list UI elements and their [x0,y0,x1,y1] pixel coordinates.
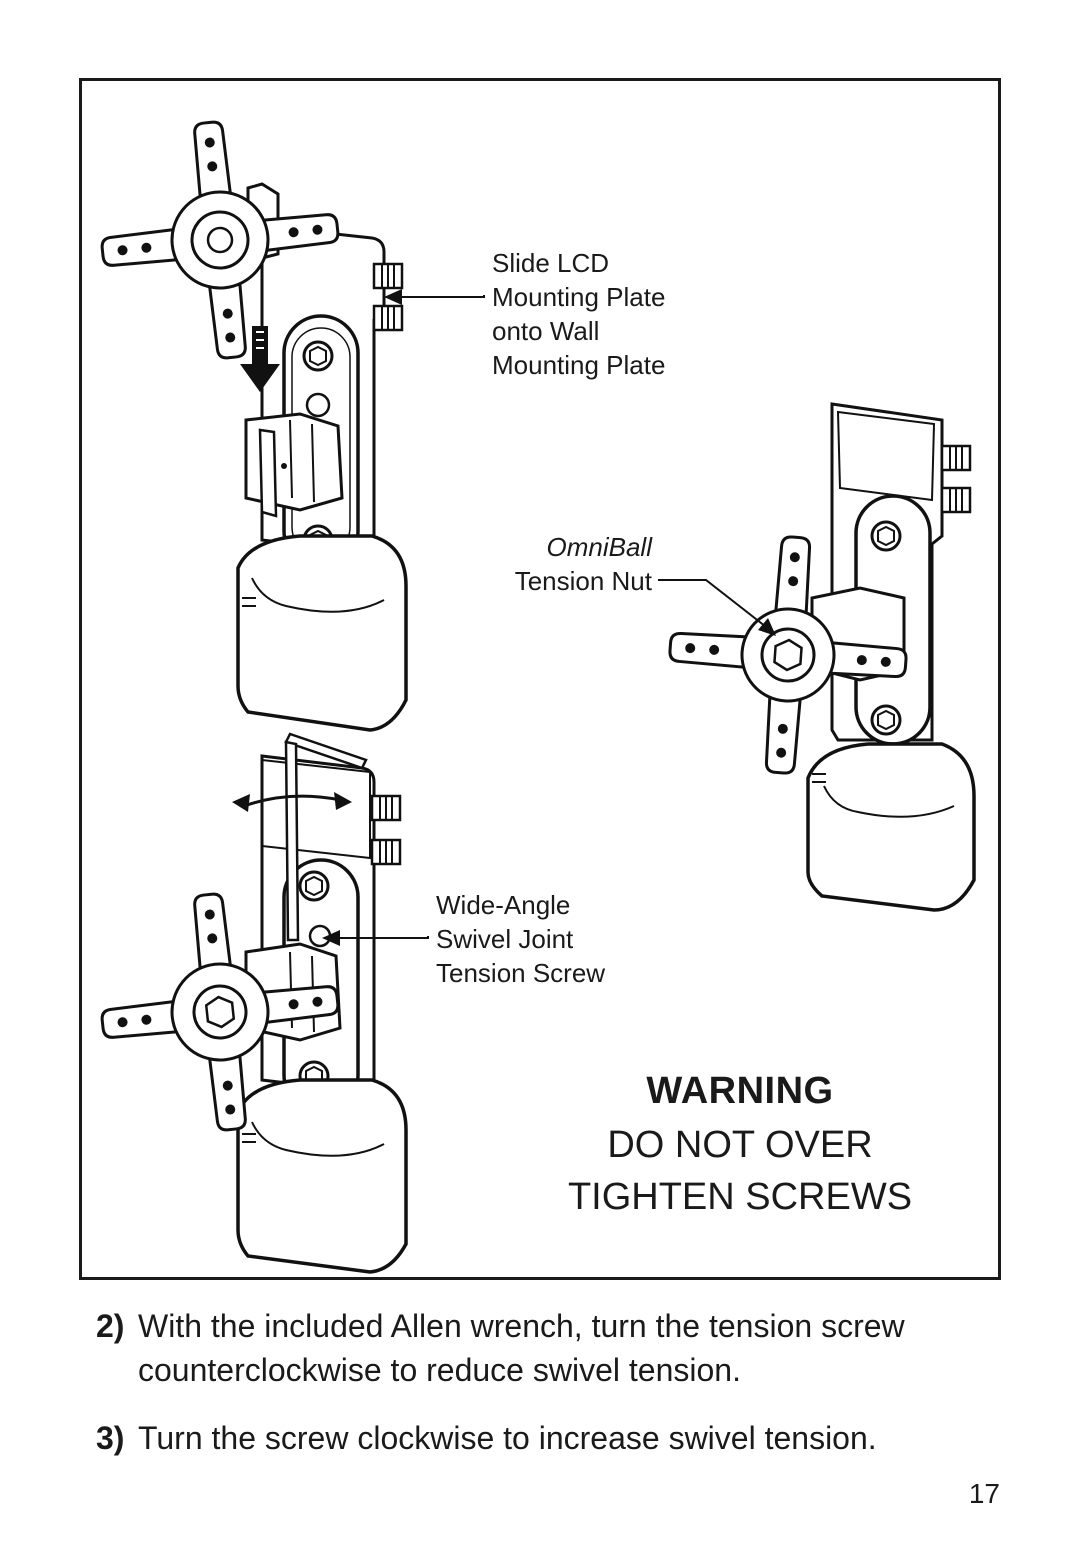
callout-tension-screw: Wide-Angle Swivel Joint Tension Screw [436,888,605,990]
callout-mounting-plate: Slide LCD Mounting Plate onto Wall Mount… [492,246,665,382]
step-3: 3) Turn the screw clockwise to increase … [96,1416,1026,1462]
right-wall-plate [667,402,976,912]
illustration-frame [79,78,1001,1280]
leader-mounting-plate [384,289,485,305]
callout-line: Mounting Plate [492,282,666,312]
bottom-wall-plate [99,732,408,1274]
callout-line: Slide LCD [492,248,610,278]
warning-line-2: TIGHTEN SCREWS [567,1176,913,1218]
step-2: 2) With the included Allen wrench, turn … [96,1304,1026,1394]
step-number: 3) [96,1420,125,1456]
leader-tension-screw [322,930,429,946]
leader-tension-nut [658,579,776,636]
warning-line-1: DO NOT OVER [607,1124,873,1166]
callout-line: Tension Screw [436,958,606,988]
step-text: Turn the screw clockwise to increase swi… [138,1420,877,1456]
callout-line: Mounting Plate [492,350,666,380]
step-text: With the included Allen wrench, turn the… [138,1308,905,1388]
page-number: 17 [968,1478,1000,1509]
callout-tension-nut: OmniBall Tension Nut [450,530,652,598]
top-wall-plate [99,119,408,732]
callout-line: OmniBall [546,532,652,562]
step-number: 2) [96,1308,125,1344]
callout-line: Wide-Angle [436,890,571,920]
warning-title: WARNING [646,1070,834,1112]
callout-line: Tension Nut [514,566,652,596]
callout-line: onto Wall [492,316,600,346]
callout-line: Swivel Joint [436,924,574,954]
